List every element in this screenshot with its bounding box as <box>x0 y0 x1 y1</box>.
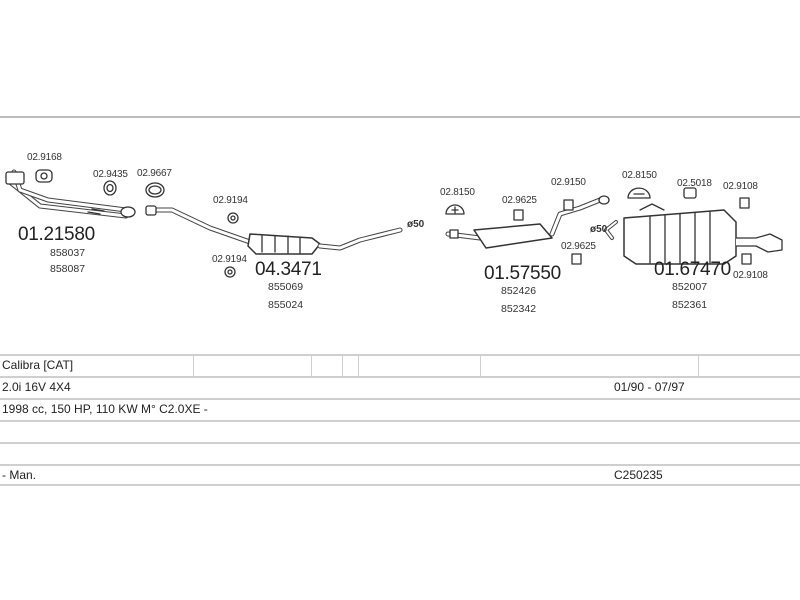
center-silencer-icon <box>445 195 610 249</box>
front-pipe-icon <box>5 169 136 219</box>
part-main-number: 01.21580 <box>18 224 95 245</box>
vehicle-specs: 1998 cc, 150 HP, 110 KW M° C2.0XE - <box>2 402 208 416</box>
part-number-label: 02.9150 <box>551 177 586 188</box>
vehicle-code: C250235 <box>614 468 663 482</box>
table-divider <box>311 356 312 376</box>
part-ref-number: 855069 <box>268 281 304 293</box>
part-number-label: 02.9194 <box>212 254 247 265</box>
seal-icon <box>224 212 239 278</box>
part-number-label: 02.9194 <box>213 195 248 206</box>
part-ref-number: 852342 <box>501 303 537 315</box>
part-number-label: 02.9168 <box>27 152 62 163</box>
vehicle-date-range: 01/90 - 07/97 <box>614 380 685 394</box>
part-number-label: 02.8150 <box>440 187 475 198</box>
catalyst-pipe-icon <box>145 205 403 255</box>
part-number-label: 02.9435 <box>93 169 128 180</box>
part-main-number: 04.3471 <box>255 259 322 280</box>
ring-icon <box>145 182 165 198</box>
part-ref-number: 855024 <box>268 299 304 311</box>
clamp-icon <box>445 199 582 265</box>
frame-top-border <box>0 116 800 118</box>
vehicle-transmission-row: - Man. C250235 <box>0 464 800 486</box>
part-number-label: 02.9625 <box>561 241 596 252</box>
part-number-label: 02.9625 <box>502 195 537 206</box>
part-ref-number: 858037 <box>50 247 86 259</box>
table-divider <box>193 356 194 376</box>
part-main-number: 01.57550 <box>484 263 561 284</box>
table-divider <box>698 356 699 376</box>
part-number-label: 02.9108 <box>733 270 768 281</box>
vehicle-engine: 2.0i 16V 4X4 <box>2 380 71 394</box>
vehicle-model: Calibra [CAT] <box>2 358 74 372</box>
diameter-label: ø50 <box>590 224 608 235</box>
part-ref-number: 852426 <box>501 285 537 297</box>
table-divider <box>480 356 481 376</box>
part-main-number: 01.67470 <box>654 259 731 280</box>
vehicle-info-table: Calibra [CAT] 2.0i 16V 4X4 01/90 - 07/97… <box>0 354 800 486</box>
empty-row <box>0 420 800 442</box>
exhaust-drawing <box>5 169 783 278</box>
hanger-icon <box>627 187 752 265</box>
part-number-label: 02.5018 <box>677 178 712 189</box>
vehicle-engine-row: 2.0i 16V 4X4 01/90 - 07/97 <box>0 376 800 398</box>
part-ref-number: 852007 <box>672 281 708 293</box>
part-number-label: 02.9667 <box>137 168 172 179</box>
part-ref-number: 858087 <box>50 263 86 275</box>
rear-silencer-icon <box>604 203 783 265</box>
part-number-label: 02.8150 <box>622 170 657 181</box>
gasket-icon <box>103 180 117 196</box>
table-divider <box>358 356 359 376</box>
exhaust-diagram: 02.9168 02.9435 02.9667 02.9194 02.9194 … <box>0 118 800 350</box>
diameter-label: ø50 <box>407 219 425 230</box>
vehicle-specs-row: 1998 cc, 150 HP, 110 KW M° C2.0XE - <box>0 398 800 420</box>
part-ref-number: 852361 <box>672 299 708 311</box>
part-number-label: 02.9108 <box>723 181 758 192</box>
empty-row <box>0 442 800 464</box>
vehicle-model-row: Calibra [CAT] <box>0 354 800 376</box>
vehicle-transmission: - Man. <box>2 468 37 482</box>
clamp-icon <box>35 169 53 183</box>
table-divider <box>342 356 343 376</box>
